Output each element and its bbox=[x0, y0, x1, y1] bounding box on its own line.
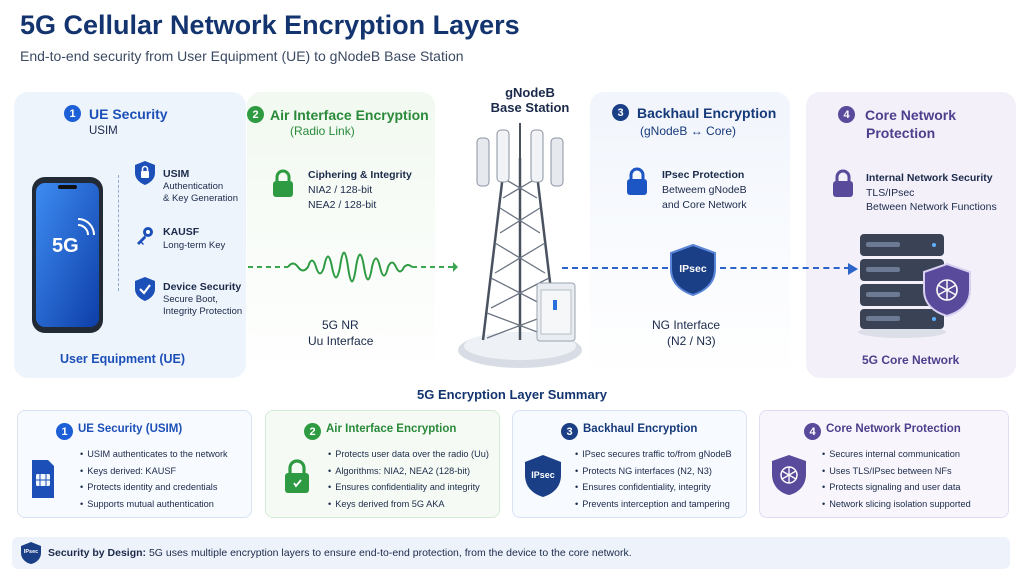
ue-item-line: Secure Boot, bbox=[163, 294, 218, 305]
summary-bullet: Protects user data over the radio (Uu) bbox=[328, 446, 489, 463]
station-title: gNodeB bbox=[505, 85, 555, 100]
lock-icon bbox=[624, 166, 650, 201]
backhaul-interface-label: (N2 / N3) bbox=[667, 334, 716, 348]
backhaul-link-right bbox=[720, 267, 850, 269]
core-item-line: Between Network Functions bbox=[866, 201, 997, 213]
backhaul-item-line: and Core Network bbox=[662, 199, 747, 211]
summary-card: 1 UE Security (USIM) USIM authenticates … bbox=[17, 410, 252, 518]
summary-bullet: Network slicing isolation supported bbox=[822, 496, 970, 513]
ipsec-shield-icon bbox=[668, 243, 718, 302]
ue-item-title: Device Security bbox=[163, 281, 242, 293]
summary-card-title: Core Network Protection bbox=[826, 423, 961, 435]
base-station-tower-icon bbox=[445, 118, 595, 378]
backhaul-item-line: Betweem gNodeB bbox=[662, 184, 747, 196]
lock-icon bbox=[270, 168, 296, 203]
ue-footer-label: User Equipment (UE) bbox=[60, 352, 186, 366]
summary-bullet: Prevents interception and tampering bbox=[575, 496, 732, 513]
phone-5g-label: 5G bbox=[52, 235, 79, 257]
radio-wave-icon bbox=[248, 232, 458, 307]
station-title: Base Station bbox=[490, 100, 570, 115]
summary-bullet: IPsec secures traffic to/from gNodeB bbox=[575, 446, 731, 463]
summary-card: 4 Core Network Protection Secures intern… bbox=[759, 410, 1009, 518]
air-item-line: NEA2 / 128-bit bbox=[308, 199, 377, 211]
ue-item-line: Long-term Key bbox=[163, 240, 226, 251]
lock-icon bbox=[134, 160, 156, 191]
core-title: Protection bbox=[866, 125, 936, 141]
network-shield-icon bbox=[770, 453, 808, 502]
summary-card-title: UE Security (USIM) bbox=[78, 423, 183, 435]
backhaul-subtitle: (gNodeB ↔ Core) bbox=[640, 124, 737, 138]
air-interface-label: 5G NR bbox=[322, 318, 359, 332]
summary-bullet: Uses TLS/IPsec between NFs bbox=[822, 463, 971, 480]
air-interface-title: Air Interface Encryption bbox=[270, 106, 429, 123]
page-title: 5G Cellular Network Encryption Layers bbox=[20, 10, 520, 40]
page-subtitle: End-to-end security from User Equipment … bbox=[20, 48, 464, 64]
air-interface-panel bbox=[247, 92, 435, 378]
footer-banner: IPsec Security by Design: 5G uses multip… bbox=[12, 537, 1010, 569]
summary-bullet: Supports mutual authentication bbox=[80, 496, 228, 513]
ue-item-title: USIM bbox=[163, 168, 190, 180]
core-title: Core Network bbox=[865, 106, 957, 123]
summary-heading: 5G Encryption Layer Summary bbox=[416, 387, 607, 402]
footer-lead: Security by Design: bbox=[48, 547, 147, 559]
server-stack-icon bbox=[852, 228, 982, 345]
summary-bullet: Secures internal communication bbox=[822, 446, 971, 463]
air-item-title: Ciphering & Integrity bbox=[308, 169, 412, 181]
key-icon bbox=[134, 225, 156, 252]
air-item-line: NIA2 / 128-bit bbox=[308, 184, 373, 196]
air-interface-subtitle: (Radio Link) bbox=[290, 124, 355, 138]
air-interface-label: Uu Interface bbox=[308, 334, 374, 348]
step-number-badge: 1 bbox=[64, 105, 81, 122]
summary-card-title: Air Interface Encryption bbox=[326, 423, 457, 435]
shield-check-icon bbox=[134, 276, 156, 307]
summary-bullet: Protects signaling and user data bbox=[822, 479, 971, 496]
summary-bullet: USIM authenticates to the network bbox=[80, 446, 227, 463]
step-number-badge: 2 bbox=[247, 106, 264, 123]
ue-security-subtitle: USIM bbox=[89, 125, 118, 137]
ue-item-connector bbox=[118, 175, 132, 291]
summary-bullet: Ensures confidentiality, integrity bbox=[575, 479, 732, 496]
core-footer-label: 5G Core Network bbox=[862, 353, 960, 367]
ue-item-title: KAUSF bbox=[163, 226, 200, 238]
summary-bullet: Keys derived: KAUSF bbox=[80, 463, 228, 480]
backhaul-link-left bbox=[562, 267, 668, 269]
step-number-badge: 4 bbox=[804, 423, 821, 440]
lock-icon bbox=[830, 168, 856, 203]
summary-bullet: Ensures confidentiality and integrity bbox=[328, 479, 489, 496]
ue-item-line: Integrity Protection bbox=[163, 306, 243, 317]
summary-card: 3 Backhaul Encryption IPsec IPsec secure… bbox=[512, 410, 747, 518]
ue-item-line: & Key Generation bbox=[163, 193, 238, 204]
step-number-badge: 2 bbox=[304, 423, 321, 440]
backhaul-title: Backhaul Encryption bbox=[637, 104, 777, 121]
backhaul-item-title: IPsec Protection bbox=[662, 169, 745, 181]
summary-card-title: Backhaul Encryption bbox=[583, 423, 698, 435]
step-number-badge: 1 bbox=[56, 423, 73, 440]
core-item-title: Internal Network Security bbox=[866, 172, 993, 184]
ue-item-line: Authentication bbox=[163, 181, 224, 192]
padlock-icon bbox=[282, 457, 312, 500]
backhaul-panel bbox=[590, 92, 790, 378]
ue-security-title: UE Security bbox=[89, 105, 168, 122]
ipsec-badge-label: IPsec bbox=[23, 549, 39, 555]
ipsec-shield-icon bbox=[20, 541, 42, 570]
summary-bullet: Algorithms: NIA2, NEA2 (128-bit) bbox=[328, 463, 489, 480]
ipsec-badge-label: IPsec bbox=[531, 470, 555, 480]
step-number-badge: 4 bbox=[838, 106, 855, 123]
step-number-badge: 3 bbox=[612, 104, 629, 121]
arrow-right-icon bbox=[848, 262, 858, 280]
core-item-line: TLS/IPsec bbox=[866, 187, 915, 199]
step-number-badge: 3 bbox=[561, 423, 578, 440]
sim-card-icon bbox=[30, 457, 56, 506]
summary-bullet: Keys derived from 5G AKA bbox=[328, 496, 489, 513]
smartphone-icon bbox=[30, 175, 105, 335]
summary-bullet: Protects NG interfaces (N2, N3) bbox=[575, 463, 732, 480]
summary-card: 2 Air Interface Encryption Protects user… bbox=[265, 410, 500, 518]
summary-bullet: Protects identity and credentials bbox=[80, 479, 228, 496]
ipsec-badge-label: IPsec bbox=[679, 263, 707, 275]
ipsec-shield-icon bbox=[523, 453, 563, 504]
footer-text: 5G uses multiple encryption layers to en… bbox=[148, 547, 632, 559]
backhaul-interface-label: NG Interface bbox=[652, 318, 721, 332]
